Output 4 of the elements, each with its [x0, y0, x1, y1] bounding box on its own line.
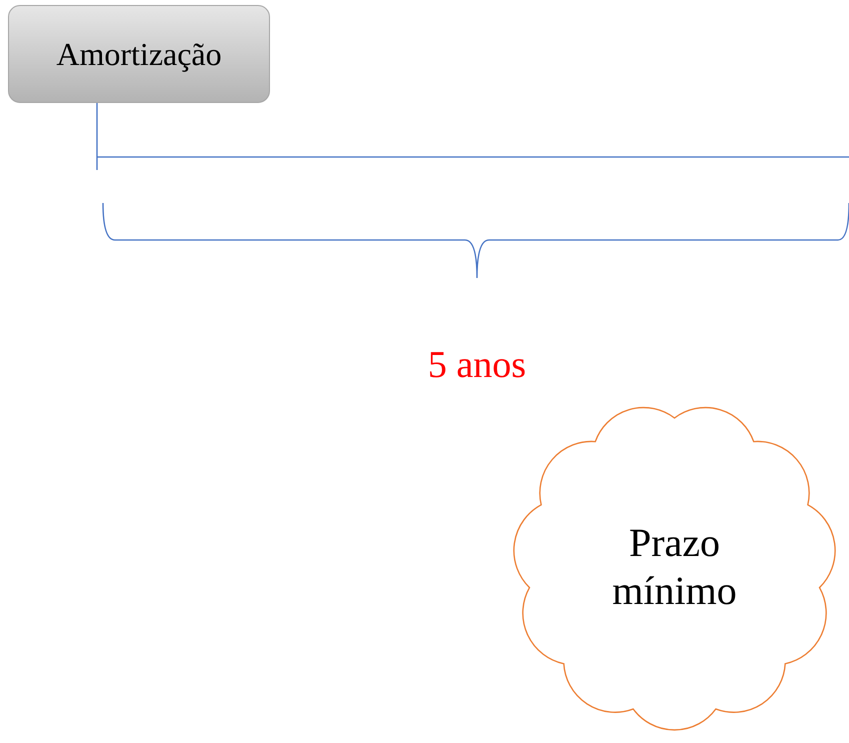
cloud-label: Prazo mínimo: [611, 518, 738, 614]
duration-label: 5 anos: [428, 343, 526, 387]
process-box: [8, 5, 270, 103]
box-label: Amortização: [56, 36, 222, 72]
